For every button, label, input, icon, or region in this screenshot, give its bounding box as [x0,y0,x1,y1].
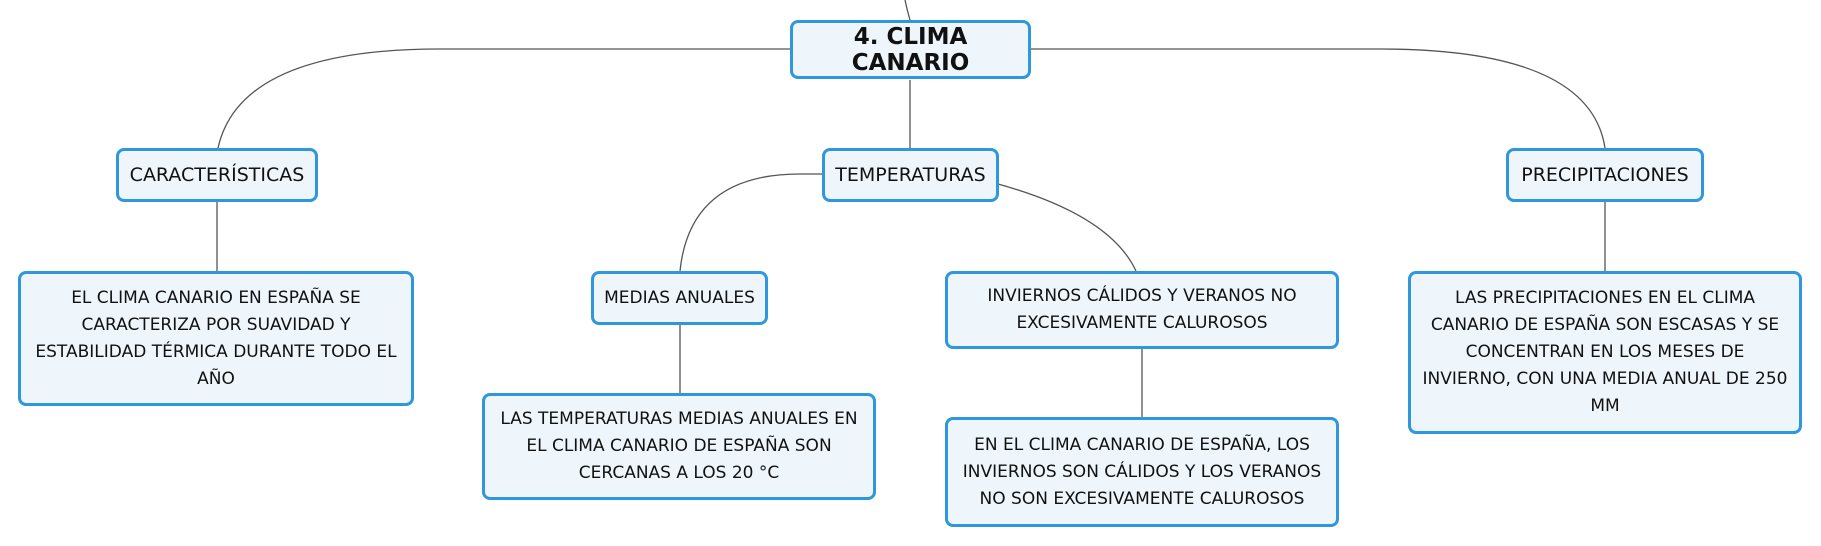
topic-precipitaciones[interactable]: PRECIPITACIONES [1506,148,1704,202]
connector-root-caracteristicas [217,48,790,149]
root-topic-clima-canario[interactable]: 4. CLIMA CANARIO [790,20,1031,79]
inviernos-veranos-detail-text: EN EL CLIMA CANARIO DE ESPAÑA, LOS INVIE… [962,434,1322,509]
topic-precipitaciones-label: PRECIPITACIONES [1521,164,1689,186]
connector-parent-root [904,0,911,21]
topic-caracteristicas[interactable]: CARACTERÍSTICAS [116,148,318,202]
medias-anuales-detail-text: LAS TEMPERATURAS MEDIAS ANUALES EN EL CL… [500,409,858,483]
inviernos-veranos-detail[interactable]: EN EL CLIMA CANARIO DE ESPAÑA, LOS INVIE… [945,417,1339,527]
connector-temperaturas-inviernos [997,183,1137,272]
precipitaciones-detail[interactable]: LAS PRECIPITACIONES EN EL CLIMA CANARIO … [1408,271,1802,434]
subtopic-medias-anuales-label: MEDIAS ANUALES [604,287,755,308]
connector-temperaturas-medias [679,173,822,272]
medias-anuales-detail[interactable]: LAS TEMPERATURAS MEDIAS ANUALES EN EL CL… [482,393,876,500]
precipitaciones-detail-text: LAS PRECIPITACIONES EN EL CLIMA CANARIO … [1422,288,1788,416]
topic-temperaturas[interactable]: TEMPERATURAS [822,148,999,202]
root-topic-label: 4. CLIMA CANARIO [851,23,970,76]
subtopic-inviernos-veranos[interactable]: INVIERNOS CÁLIDOS Y VERANOS NO EXCESIVAM… [945,271,1339,349]
caracteristicas-detail-text: EL CLIMA CANARIO EN ESPAÑA SE CARACTERIZ… [35,287,397,389]
subtopic-inviernos-veranos-label: INVIERNOS CÁLIDOS Y VERANOS NO EXCESIVAM… [987,286,1297,333]
topic-caracteristicas-label: CARACTERÍSTICAS [129,164,305,186]
caracteristicas-detail[interactable]: EL CLIMA CANARIO EN ESPAÑA SE CARACTERIZ… [18,271,414,406]
subtopic-medias-anuales[interactable]: MEDIAS ANUALES [591,271,768,325]
topic-temperaturas-label: TEMPERATURAS [835,164,986,186]
connector-root-precipitaciones [1031,48,1606,149]
